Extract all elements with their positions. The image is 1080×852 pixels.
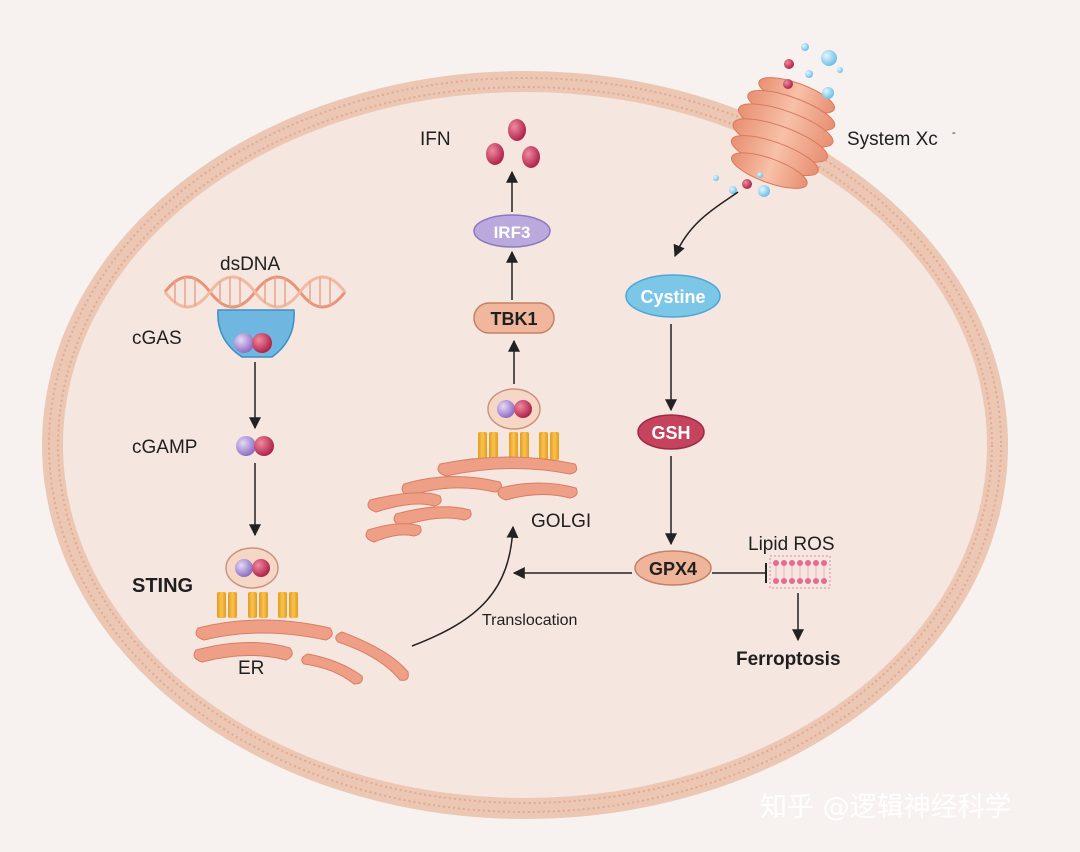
dsdna-label: dsDNA (220, 254, 281, 275)
cgamp-label: cGAMP (132, 437, 197, 458)
cgas-label: cGAS (132, 328, 182, 349)
translocation-label: Translocation (482, 612, 577, 629)
tbk1-node: TBK1 (473, 302, 555, 334)
dsdna-helix (163, 275, 347, 309)
ferroptosis-label: Ferroptosis (736, 649, 841, 670)
cgamp-molecule (236, 436, 274, 456)
gsh-node: GSH (637, 414, 705, 450)
arrow-import-cystine (673, 191, 739, 258)
lipid-ros-label: Lipid ROS (748, 534, 835, 555)
ifn-molecules (486, 119, 540, 168)
golgi-label: GOLGI (531, 511, 591, 532)
er-label: ER (238, 658, 264, 679)
cystine-node: Cystine (625, 274, 721, 318)
golgi-organelle (365, 456, 578, 543)
cystine-label: Cystine (640, 287, 705, 307)
system-xc-label: System Xc (847, 129, 938, 150)
intracellular-imported-molecules (713, 172, 770, 197)
sting-complex-er (217, 547, 298, 618)
lipid-ros-bilayer (769, 555, 831, 589)
cgas-enzyme (217, 309, 295, 358)
system-xc-superscript: - (952, 127, 956, 139)
inhibition-gpx4-lipid-ros (712, 563, 767, 583)
ifn-label: IFN (420, 129, 451, 150)
gsh-label: GSH (651, 423, 690, 443)
sting-complex-golgi (478, 388, 559, 460)
gpx4-label: GPX4 (649, 559, 697, 579)
sting-label: STING (132, 575, 193, 597)
system-xc-transporter (730, 77, 836, 189)
arrow-translocation (411, 525, 519, 647)
tbk1-label: TBK1 (490, 309, 537, 329)
gpx4-node: GPX4 (634, 550, 712, 586)
watermark: 知乎 @逻辑神经科学 (760, 792, 1012, 823)
extracellular-molecules (783, 43, 843, 99)
irf3-label: IRF3 (494, 223, 531, 242)
irf3-node: IRF3 (473, 214, 551, 248)
er-organelle (193, 619, 409, 685)
